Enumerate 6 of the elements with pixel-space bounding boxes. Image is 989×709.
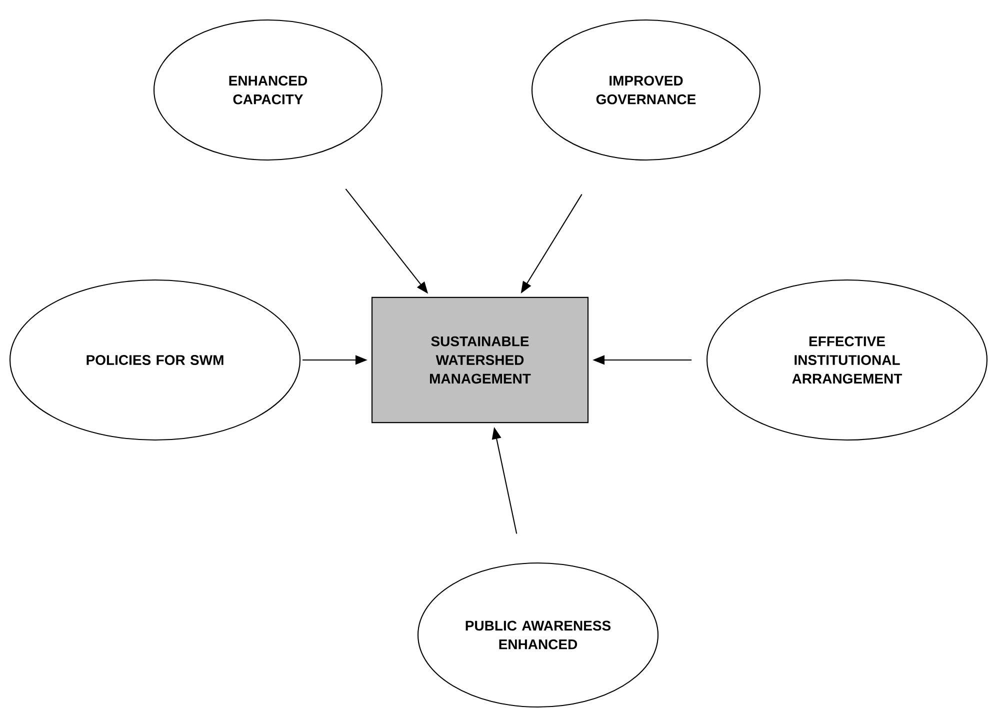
oval: EFFECTIVE INSTITUTIONAL ARRANGEMENT — [706, 279, 988, 441]
process-box: SUSTAINABLE WATERSHED MANAGEMENT — [371, 296, 589, 424]
oval: ENHANCED CAPACITY — [153, 19, 383, 161]
oval: POLICIES FOR SWM — [9, 279, 301, 441]
oval: IMPROVED GOVERNANCE — [531, 19, 761, 161]
oval: PUBLIC AWARENESS ENHANCED — [417, 562, 659, 708]
